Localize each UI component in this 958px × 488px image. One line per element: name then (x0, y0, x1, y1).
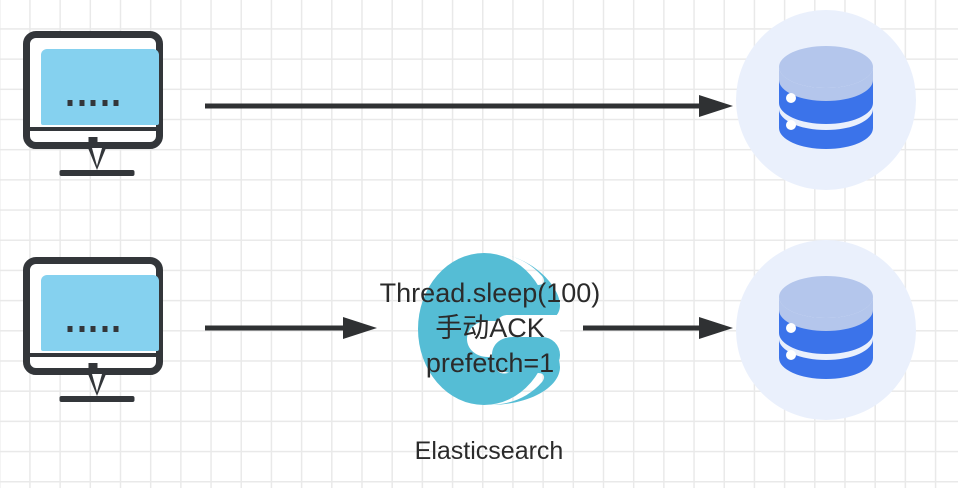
monitor-body (23, 257, 163, 375)
monitor-icon-top-client (23, 31, 171, 183)
annotation-manual-ack: 手动ACK (435, 313, 545, 343)
monitor-divider (30, 127, 156, 131)
monitor-stand-base (59, 170, 135, 176)
monitor-screen (41, 275, 159, 351)
monitor-stand-neck-inner (92, 374, 102, 392)
monitor-screen-dots (67, 326, 119, 332)
monitor-stand-base (59, 396, 135, 402)
elasticsearch-logo-icon (418, 253, 560, 405)
annotation-prefetch: prefetch=1 (425, 348, 555, 378)
annotation-thread-sleep: Thread.sleep(100) (379, 278, 601, 308)
arrow-client-bottom-to-elasticsearch (205, 317, 377, 339)
monitor-stand-neck-inner (92, 148, 102, 166)
monitor-icon-bottom-client (23, 257, 171, 409)
elasticsearch-caption: Elasticsearch (414, 437, 564, 465)
database-icon-bottom (736, 240, 916, 420)
monitor-power-button (88, 363, 98, 372)
arrow-client-top-to-database-top (205, 95, 733, 117)
database-icon-top (736, 10, 916, 190)
monitor-power-button (88, 137, 98, 146)
monitor-body (23, 31, 163, 149)
elasticsearch-annotations: Thread.sleep(100) 手动ACK prefetch=1 (340, 276, 640, 381)
arrow-elasticsearch-to-database-bottom (583, 317, 733, 339)
monitor-divider (30, 353, 156, 357)
monitor-screen-dots (67, 100, 119, 106)
monitor-screen (41, 49, 159, 125)
